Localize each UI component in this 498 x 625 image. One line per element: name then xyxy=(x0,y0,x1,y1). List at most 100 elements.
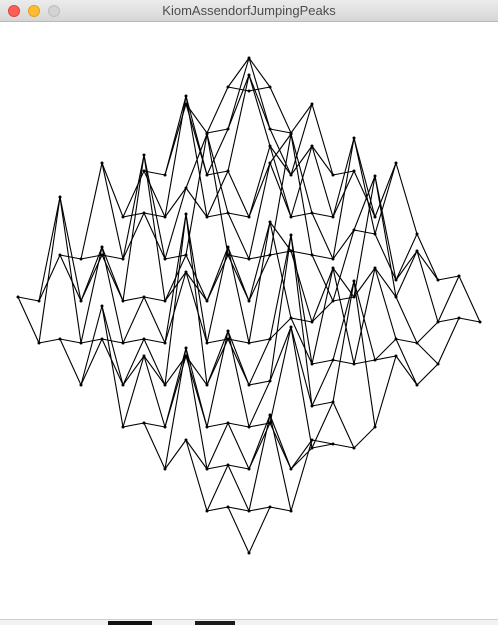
mesh-edge xyxy=(248,338,271,344)
mesh-vertex xyxy=(58,253,62,257)
mesh-edge xyxy=(206,133,229,214)
mesh-edge xyxy=(80,338,103,344)
mesh-edge xyxy=(38,196,61,344)
mesh-edge xyxy=(143,422,166,428)
mesh-vertex xyxy=(121,215,125,219)
mesh-edge xyxy=(311,359,334,407)
mesh-edge xyxy=(353,137,376,218)
mesh-edge xyxy=(395,162,418,235)
mesh-vertex xyxy=(58,337,62,341)
mesh-edge xyxy=(332,443,355,449)
mesh-edge xyxy=(269,317,292,340)
mesh-vertex xyxy=(352,279,356,283)
mesh-vertex xyxy=(394,161,398,165)
mesh-edge xyxy=(332,170,355,176)
mesh-edge xyxy=(290,212,313,218)
mesh-edge xyxy=(458,275,481,323)
mesh-edge xyxy=(227,74,250,172)
mesh-edge xyxy=(143,212,166,260)
mesh-edge xyxy=(374,338,397,361)
mesh-vertex xyxy=(205,509,209,513)
mesh-edge xyxy=(248,74,271,147)
mesh-edge xyxy=(332,401,355,449)
mesh-edge xyxy=(353,229,376,235)
mesh-vertex xyxy=(247,509,251,513)
mesh-vertex xyxy=(184,212,188,216)
minimize-icon[interactable] xyxy=(28,5,40,17)
mesh-vertex xyxy=(247,73,251,77)
mesh-vertex xyxy=(247,551,251,555)
mesh-vertex xyxy=(394,337,398,341)
mesh-vertex xyxy=(352,295,356,299)
mesh-vertex xyxy=(247,56,251,60)
mesh-edge xyxy=(185,439,208,470)
mesh-vertex xyxy=(289,249,293,253)
mesh-vertex xyxy=(142,295,146,299)
mesh-edge xyxy=(416,321,439,344)
mesh-edge xyxy=(269,133,292,164)
mesh-edge xyxy=(80,305,103,386)
mesh-edge xyxy=(185,133,208,189)
mesh-edge xyxy=(185,347,208,470)
mesh-edge xyxy=(80,162,103,260)
mesh-vertex xyxy=(331,257,335,261)
mesh-edge xyxy=(311,254,334,260)
mesh-vertex xyxy=(310,446,314,450)
mesh-edge xyxy=(416,233,439,281)
mesh-edge xyxy=(143,154,166,302)
mesh-vertex xyxy=(352,228,356,232)
mesh-edge xyxy=(395,296,418,344)
mesh-vertex xyxy=(268,127,272,131)
mesh-edges xyxy=(17,57,481,554)
window-title: KiomAssendorfJumpingPeaks xyxy=(162,3,336,18)
mesh-edge xyxy=(374,355,397,361)
mesh-edge xyxy=(416,363,439,386)
mesh-vertex xyxy=(415,341,419,345)
mesh-edge xyxy=(227,246,250,302)
mesh-vertex xyxy=(226,85,230,89)
sketch-canvas[interactable] xyxy=(0,22,498,619)
mesh-edge xyxy=(332,296,355,302)
close-icon[interactable] xyxy=(8,5,20,17)
mesh-edge xyxy=(101,162,124,218)
mesh-edge xyxy=(80,246,103,344)
mesh-edge xyxy=(353,267,376,365)
mesh-vertex xyxy=(289,132,293,136)
mesh-vertex xyxy=(310,404,314,408)
mesh-edge xyxy=(353,137,376,235)
mesh-vertex xyxy=(331,400,335,404)
mesh-edge xyxy=(143,154,166,260)
mesh-vertex xyxy=(100,253,104,257)
mesh-edge xyxy=(332,280,355,403)
mesh-edge xyxy=(311,145,334,176)
mesh-vertex xyxy=(331,215,335,219)
mesh-edge xyxy=(206,464,229,470)
mesh-edge xyxy=(122,154,145,260)
mesh-edge xyxy=(269,145,292,218)
zoom-icon[interactable] xyxy=(48,5,60,17)
mesh-edge xyxy=(164,254,187,260)
title-bar[interactable]: KiomAssendorfJumpingPeaks xyxy=(0,0,498,22)
mesh-edge xyxy=(164,95,187,218)
mesh-edge xyxy=(395,338,418,386)
mesh-edge xyxy=(185,95,208,176)
mesh-edge xyxy=(206,506,229,512)
mesh-vertices xyxy=(16,56,482,555)
mesh-edge xyxy=(122,296,145,344)
mesh-vertex xyxy=(79,299,83,303)
mesh-edge xyxy=(269,506,292,512)
mesh-edge xyxy=(290,326,313,407)
mesh-vertex xyxy=(310,211,314,215)
background-window-fragment xyxy=(108,621,152,625)
mesh-edge xyxy=(227,506,250,512)
mesh-vertex xyxy=(415,383,419,387)
mesh-edge xyxy=(122,338,145,386)
mesh-vertex xyxy=(226,211,230,215)
mesh-edge xyxy=(143,355,166,428)
mesh-edge xyxy=(59,254,82,260)
mesh-edge xyxy=(227,506,250,554)
mesh-vertex xyxy=(289,316,293,320)
mesh-vertex xyxy=(121,383,125,387)
mesh-vertex xyxy=(205,132,209,136)
mesh-edge xyxy=(17,296,40,344)
